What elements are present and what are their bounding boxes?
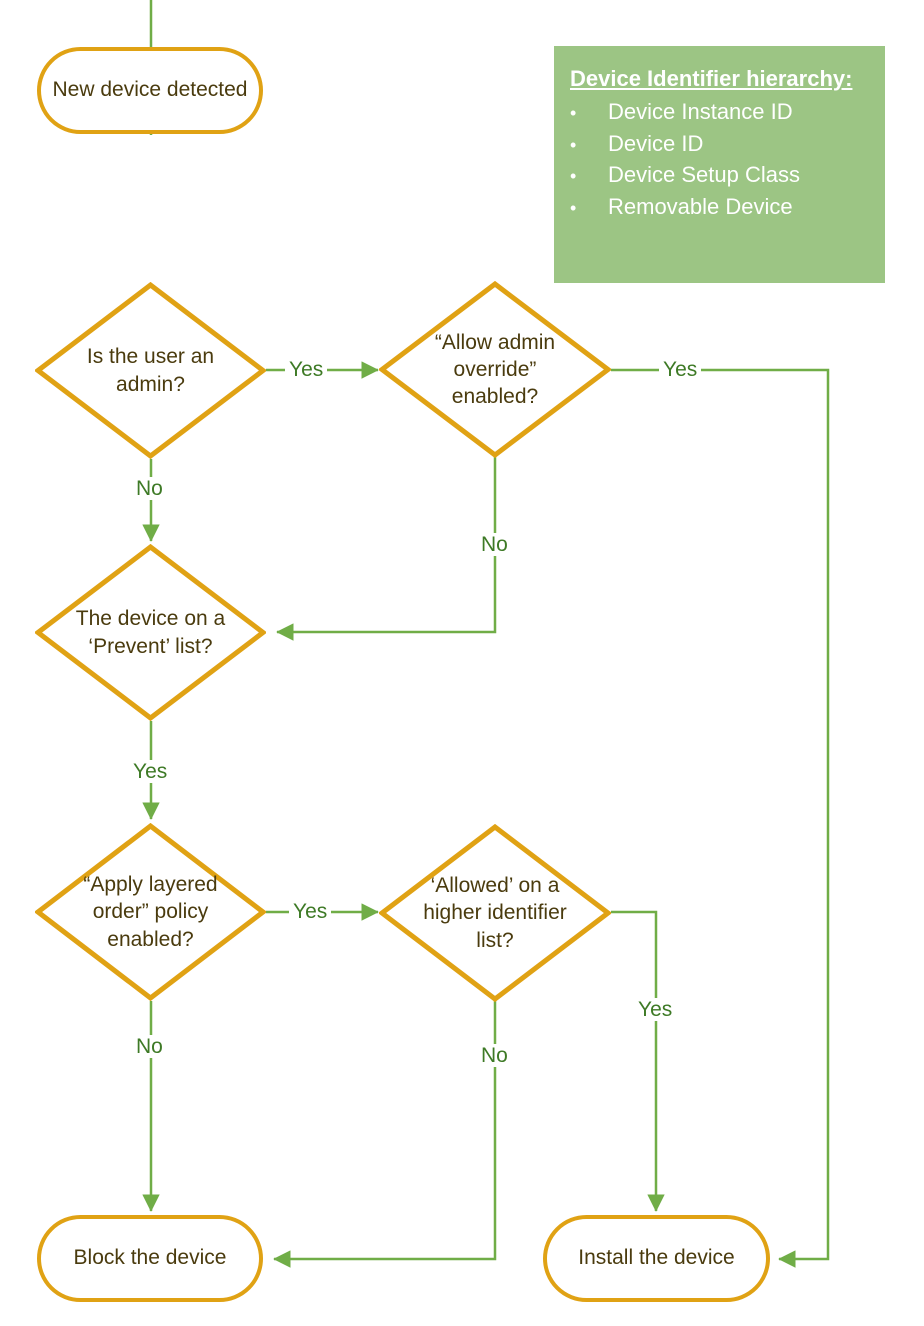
diamond-shape bbox=[35, 544, 266, 721]
node-allow-admin-override-enabled[interactable]: “Allow admin override” enabled? bbox=[379, 281, 611, 458]
edge-label-prevent-list-yes: Yes bbox=[129, 760, 172, 783]
node-new-device-detected[interactable]: New device detected bbox=[37, 47, 263, 134]
legend-list-item: • Device Instance ID bbox=[554, 96, 885, 128]
bullet-icon: • bbox=[570, 166, 577, 187]
edge-label-higher-id-no: No bbox=[477, 1044, 512, 1067]
edge-label-layered-order-no: No bbox=[132, 1035, 167, 1058]
legend-title: Device Identifier hierarchy: bbox=[570, 66, 853, 91]
bullet-icon: • bbox=[570, 102, 577, 123]
node-label: The device on a ‘Prevent’ list? bbox=[75, 607, 226, 658]
node-label: “Allow admin override” enabled? bbox=[434, 330, 556, 409]
diamond-shape bbox=[35, 823, 266, 1001]
node-label: New device detected bbox=[52, 78, 248, 102]
node-install-the-device[interactable]: Install the device bbox=[543, 1215, 770, 1302]
legend-device-identifier-hierarchy: Device Identifier hierarchy: • Device In… bbox=[554, 46, 885, 283]
node-apply-layered-order-policy-enabled[interactable]: “Apply layered order” policy enabled? bbox=[35, 823, 266, 1001]
edge-label-is-admin-yes: Yes bbox=[285, 358, 328, 381]
edge-higher-id-yes bbox=[611, 910, 665, 1212]
diamond-shape bbox=[35, 282, 266, 459]
edge-label-higher-id-yes: Yes bbox=[634, 998, 677, 1021]
diamond-shape bbox=[379, 281, 611, 458]
legend-list-item: • Device Setup Class bbox=[554, 159, 885, 191]
node-is-the-user-an-admin[interactable]: Is the user an admin? bbox=[35, 282, 266, 459]
edge-label-is-admin-no: No bbox=[132, 477, 167, 500]
legend-list-item: • Removable Device bbox=[554, 191, 885, 223]
diamond-shape bbox=[379, 824, 611, 1002]
legend-list: • Device Instance ID • Device ID • Devic… bbox=[554, 96, 885, 224]
node-label: Block the device bbox=[73, 1246, 227, 1270]
edge-label-layered-order-yes: Yes bbox=[289, 900, 332, 923]
node-device-on-prevent-list[interactable]: The device on a ‘Prevent’ list? bbox=[35, 544, 266, 721]
node-label: Install the device bbox=[578, 1246, 735, 1270]
legend-item-label: Removable Device bbox=[608, 194, 793, 220]
edge-admin-override-yes bbox=[611, 368, 830, 1268]
node-label: ‘Allowed’ on a higher identifier list? bbox=[423, 874, 567, 952]
edge-higher-id-no bbox=[273, 1001, 497, 1268]
legend-item-label: Device ID bbox=[608, 130, 704, 156]
node-block-the-device[interactable]: Block the device bbox=[37, 1215, 263, 1302]
bullet-icon: • bbox=[570, 134, 577, 155]
edge-label-admin-override-no: No bbox=[477, 533, 512, 556]
legend-list-item: • Device ID bbox=[554, 128, 885, 160]
edge-label-admin-override-yes: Yes bbox=[659, 358, 702, 381]
node-label: “Apply layered order” policy enabled? bbox=[83, 873, 218, 951]
legend-item-label: Device Setup Class bbox=[608, 162, 800, 188]
node-label: Is the user an admin? bbox=[86, 345, 215, 396]
bullet-icon: • bbox=[570, 198, 577, 219]
legend-item-label: Device Instance ID bbox=[608, 98, 793, 124]
node-allowed-on-higher-identifier-list[interactable]: ‘Allowed’ on a higher identifier list? bbox=[379, 824, 611, 1002]
edge-admin-override-no bbox=[276, 457, 497, 641]
